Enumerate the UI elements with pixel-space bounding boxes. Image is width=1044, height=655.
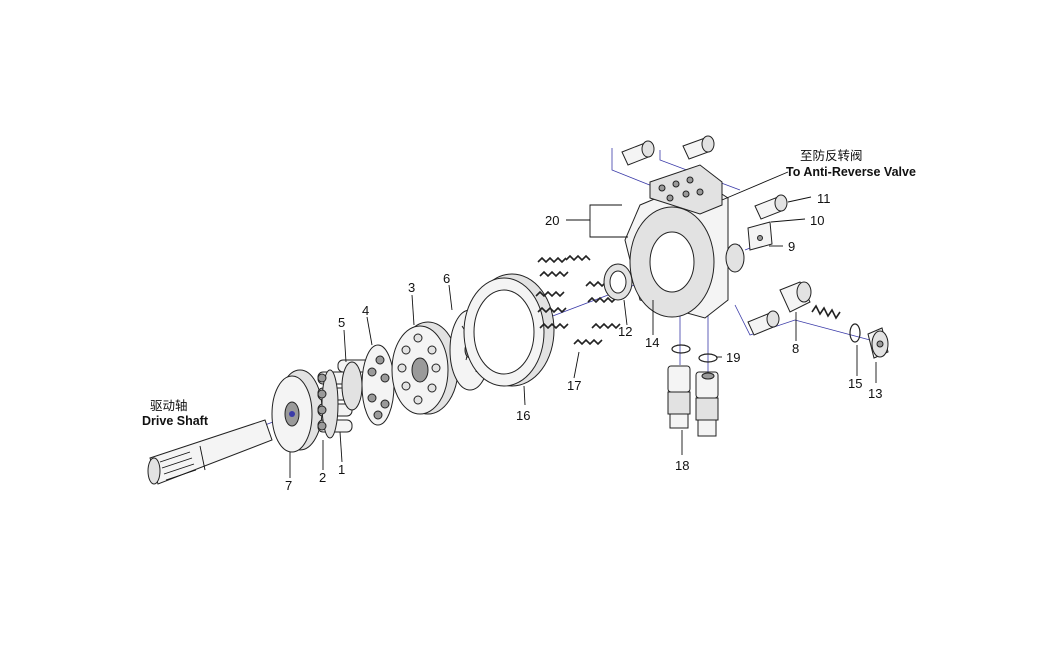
part-label-4: 4 <box>362 303 369 318</box>
valve-label-en: To Anti-Reverse Valve <box>786 165 916 179</box>
part-label-12: 12 <box>618 324 632 339</box>
leader-lines <box>289 171 877 478</box>
part-label-17: 17 <box>567 378 581 393</box>
part-label-16: 16 <box>516 408 530 423</box>
part-label-8: 8 <box>792 341 799 356</box>
plug-part-13 <box>867 327 889 359</box>
bearing-part-12 <box>603 263 633 301</box>
relief-valves-part-18 <box>667 365 719 437</box>
o-rings-part-19 <box>671 344 718 363</box>
springs-part-17 <box>535 254 621 346</box>
part-number-labels: 1 2 3 4 5 6 7 8 9 10 11 12 13 14 15 16 1… <box>285 191 882 493</box>
cylinder-block-part-3 <box>391 321 459 415</box>
part-label-7: 7 <box>285 478 292 493</box>
valve-label-cn: 至防反转阀 <box>800 148 863 163</box>
ball-guide-part-5 <box>341 361 363 411</box>
bracket-part-10 <box>747 221 773 251</box>
part-label-9: 9 <box>788 239 795 254</box>
part-label-6: 6 <box>443 271 450 286</box>
retainer-plate-part-4 <box>361 344 395 426</box>
part-label-19: 19 <box>726 350 740 365</box>
o-ring-part-15 <box>849 323 861 343</box>
part-label-3: 3 <box>408 280 415 295</box>
sleeve-part-8 <box>779 281 812 313</box>
spring-near-part-8 <box>811 304 841 320</box>
part-label-18: 18 <box>675 458 689 473</box>
part-label-5: 5 <box>338 315 345 330</box>
drive-shaft <box>147 419 273 485</box>
part-label-14: 14 <box>645 335 659 350</box>
swash-ring-part-16 <box>463 273 555 387</box>
part-label-10: 10 <box>810 213 824 228</box>
callout-drive-shaft: 驱动轴 Drive Shaft <box>142 398 209 428</box>
part-label-20: 20 <box>545 213 559 228</box>
drive-shaft-label-en: Drive Shaft <box>142 414 209 428</box>
part-label-13: 13 <box>868 386 882 401</box>
callout-anti-reverse-valve: 至防反转阀 To Anti-Reverse Valve <box>786 148 916 179</box>
part-label-11: 11 <box>817 191 831 206</box>
part-label-2: 2 <box>319 470 326 485</box>
part-label-15: 15 <box>848 376 862 391</box>
valve-casing-part-14 <box>624 164 745 319</box>
drive-shaft-label-cn: 驱动轴 <box>150 398 188 413</box>
flange-part-7 <box>271 369 323 453</box>
part-label-1: 1 <box>338 462 345 477</box>
bolts-part-11 <box>621 135 788 336</box>
